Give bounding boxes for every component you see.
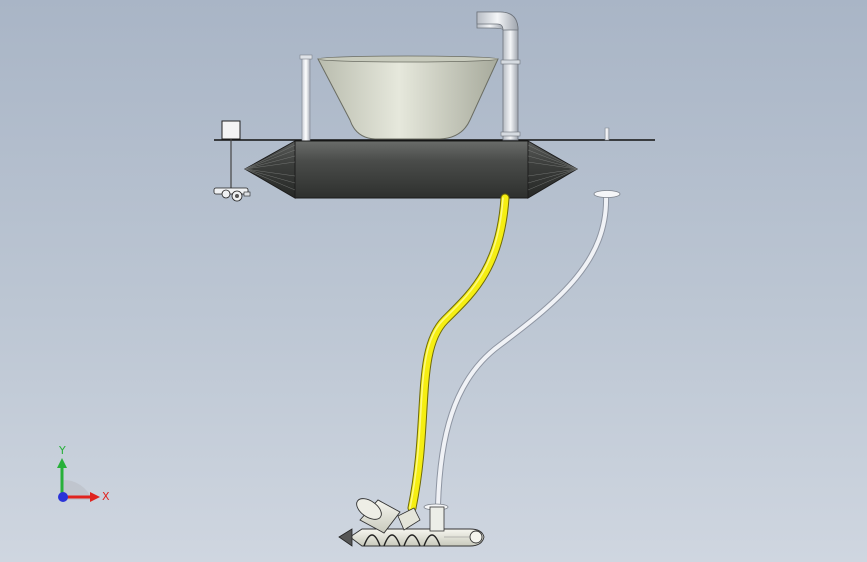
- hopper[interactable]: [317, 55, 499, 140]
- x-axis-arrowhead: [90, 492, 100, 502]
- control-box[interactable]: [221, 120, 241, 140]
- coordinate-triad: Y X: [57, 444, 110, 503]
- triad-plane-shade: [62, 479, 92, 500]
- cutter-head-assembly[interactable]: [338, 494, 485, 547]
- x-axis-label: X: [102, 490, 110, 503]
- float-pontoon[interactable]: [243, 140, 578, 199]
- yellow-suction-hose[interactable]: [407, 193, 510, 513]
- z-axis-dot: [58, 492, 68, 502]
- white-jet-hose[interactable]: [423, 190, 621, 511]
- winch-assembly[interactable]: [213, 139, 251, 202]
- y-axis-label: Y: [58, 444, 66, 457]
- y-axis-arrowhead: [57, 458, 67, 468]
- support-rod-left[interactable]: [299, 54, 313, 142]
- discharge-pipe[interactable]: [476, 11, 521, 141]
- deck-post[interactable]: [604, 127, 610, 141]
